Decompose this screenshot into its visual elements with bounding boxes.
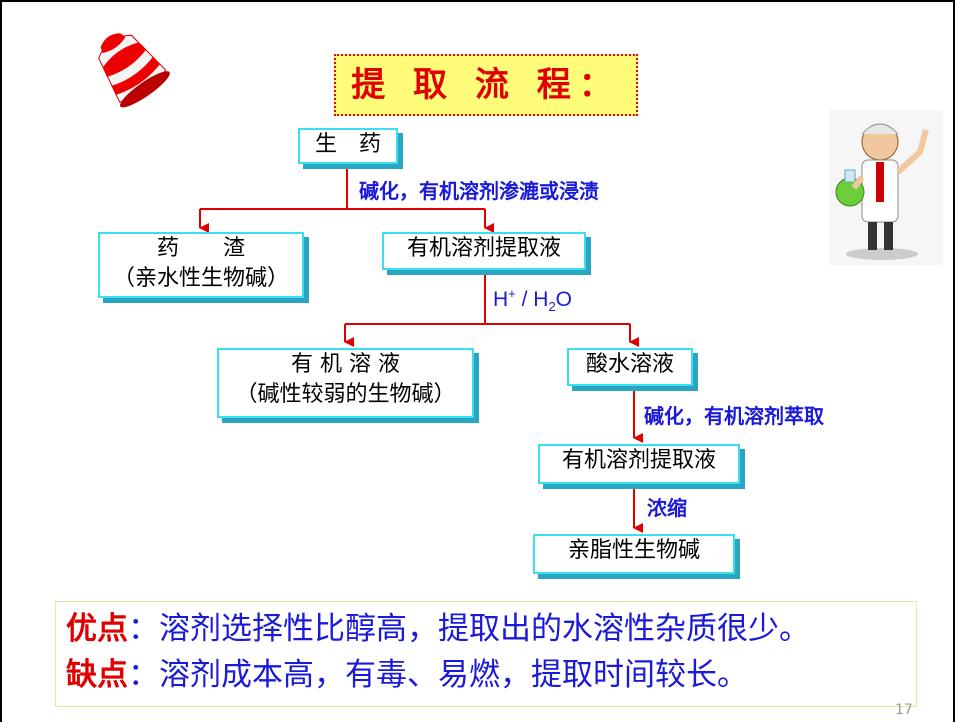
node-acid-water: 酸水溶液 [567, 348, 693, 386]
node-residue: 药 渣 （亲水性生物碱） [98, 232, 304, 298]
node-organic-extract-2: 有机溶剂提取液 [538, 444, 740, 484]
pros-label: 优点 [66, 611, 128, 647]
pros-text: ：溶剂选择性比醇高，提取出的水溶性杂质很少。 [128, 611, 810, 647]
node-organic-extract: 有机溶剂提取液 [382, 232, 586, 270]
node-organic-solution-line2: （碱性较弱的生物碱） [235, 382, 456, 407]
node-organic-solution-line1: 有 机 溶 液 [291, 352, 400, 377]
node-residue-line2: （亲水性生物碱） [112, 266, 289, 291]
title-box: 提 取 流 程： [334, 54, 638, 116]
node-raw-drug: 生 药 [298, 128, 398, 164]
node-organic-solution: 有 机 溶 液 （碱性较弱的生物碱） [217, 348, 474, 418]
cons-text: ：溶剂成本高，有毒、易燃，提取时间较长。 [128, 657, 748, 693]
edge-label-step2: H+ / H2O [493, 286, 573, 315]
edge-label-step3: 碱化，有机溶剂萃取 [644, 404, 824, 428]
summary-cons: 缺点：溶剂成本高，有毒、易燃，提取时间较长。 [66, 652, 906, 698]
summary-box: 优点：溶剂选择性比醇高，提取出的水溶性杂质很少。 缺点：溶剂成本高，有毒、易燃，… [55, 601, 917, 707]
page-title: 提 取 流 程： [351, 65, 621, 105]
page-number: 17 [895, 702, 913, 718]
edge-label-step1: 碱化，有机溶剂渗漉或浸渍 [359, 179, 599, 203]
cons-label: 缺点 [66, 657, 128, 693]
edge-label-step4: 浓缩 [647, 496, 687, 520]
summary-pros: 优点：溶剂选择性比醇高，提取出的水溶性杂质很少。 [66, 606, 906, 652]
node-lipophilic-alkaloid: 亲脂性生物碱 [533, 534, 735, 574]
node-residue-line1: 药 渣 [156, 236, 245, 261]
